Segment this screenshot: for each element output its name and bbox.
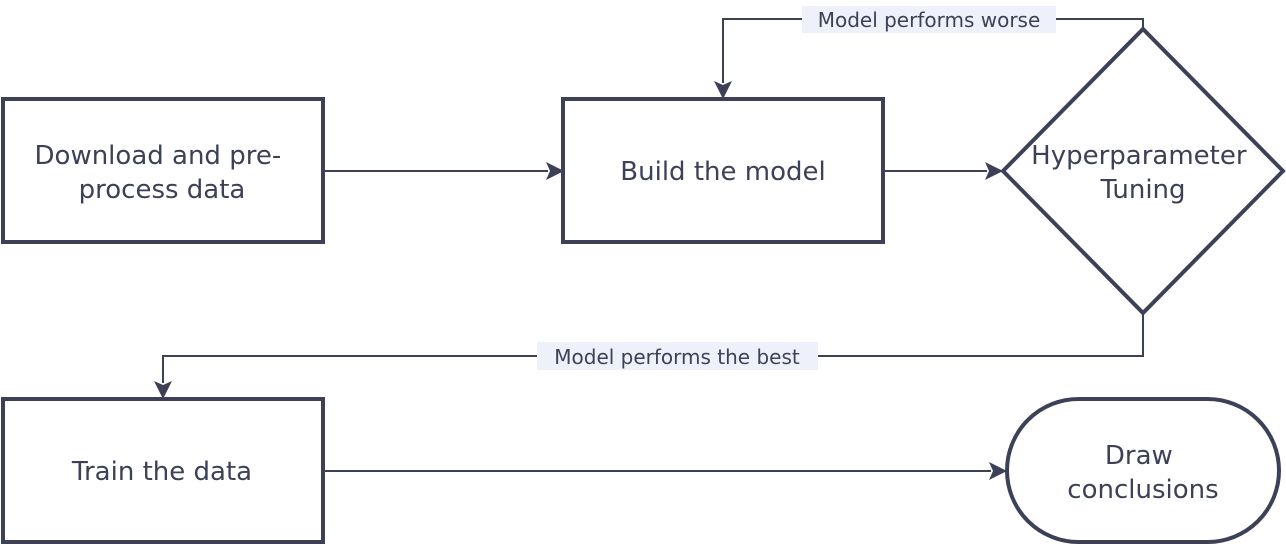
node-label-line: Download and pre- — [35, 141, 282, 171]
edge-tuning-to-train: Model performs the best — [154, 313, 1144, 399]
node-label: Hyperparameter Tuning — [1031, 141, 1255, 205]
arrowhead-icon — [154, 381, 172, 399]
arrowhead-icon — [989, 462, 1007, 480]
edge-label-background — [537, 342, 818, 370]
node-label-line: process data — [79, 175, 246, 205]
node-label-line: Draw — [1105, 441, 1173, 471]
node-label: Download and pre- process data — [35, 141, 290, 205]
arrowhead-icon — [714, 81, 732, 99]
arrowhead-icon — [985, 162, 1003, 180]
process-box — [1, 97, 325, 244]
node-label-line: Hyperparameter — [1031, 141, 1247, 171]
edge-train-to-conclusions — [324, 462, 1007, 480]
node-label: Build the model — [620, 157, 825, 187]
node-download-preprocess: Download and pre- process data — [1, 97, 325, 244]
edge-tuning-to-build: Model performs worse — [714, 6, 1144, 99]
edge-label-background — [802, 6, 1056, 33]
node-build-model: Build the model — [561, 97, 885, 244]
terminator-pill — [1005, 397, 1281, 544]
node-hyperparameter-tuning: Hyperparameter Tuning — [1000, 26, 1286, 316]
node-label-line: Tuning — [1099, 175, 1185, 205]
edge-label: Model performs the best — [554, 345, 800, 369]
arrowhead-icon — [546, 162, 564, 180]
edge-download-to-build — [324, 162, 564, 180]
process-box — [561, 97, 885, 244]
node-train-data: Train the data — [1, 397, 325, 544]
edge-build-to-tuning — [884, 162, 1003, 180]
node-label-line: conclusions — [1067, 475, 1218, 505]
node-label: Train the data — [71, 457, 252, 487]
process-box — [1, 397, 325, 544]
node-label-line: Train the data — [71, 457, 252, 487]
node-label: Draw conclusions — [1067, 441, 1218, 505]
decision-diamond — [1000, 26, 1286, 316]
edge-label: Model performs worse — [818, 8, 1041, 32]
node-label-line: Build the model — [620, 157, 825, 187]
node-draw-conclusions: Draw conclusions — [1005, 397, 1281, 544]
